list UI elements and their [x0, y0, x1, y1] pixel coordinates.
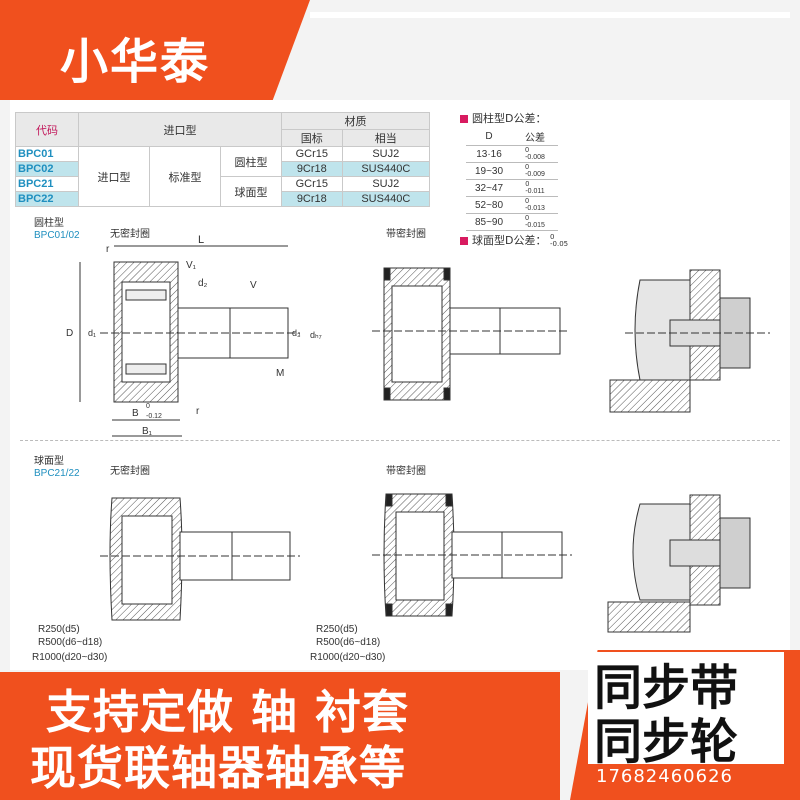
tol-upper: 0 [525, 147, 529, 154]
section-divider [20, 440, 780, 441]
cylinder-mount-drawing [609, 269, 770, 413]
sphere-mount-drawing [607, 494, 751, 633]
tol-d: 13·16 [466, 145, 512, 163]
sphere-upper: 0 [549, 233, 555, 241]
cylinder-bearing-drawing [79, 245, 300, 437]
sphere-lower: -0.05 [549, 240, 569, 248]
no-seal-label: 无密封圈 [110, 229, 150, 240]
tol-lower: -0.011 [525, 188, 545, 195]
dim-r-top: r [106, 244, 110, 255]
dim-d1: d₁ [88, 328, 96, 338]
table-cell: SUS440C [341, 191, 431, 207]
code-header: 代码 [15, 112, 79, 147]
dim-B-lower: -0.12 [146, 413, 162, 420]
tol-lower: -0.013 [525, 205, 545, 212]
cylinder-models: BPC01/02 [34, 230, 80, 241]
dim-d2: d₂ [198, 278, 208, 289]
tol-upper: 0 [525, 181, 530, 188]
cylinder-label: 圆柱型 [34, 218, 64, 229]
product-box [588, 652, 784, 764]
sphere-models: BPC21/22 [34, 468, 80, 479]
tol-d: 19~30 [466, 162, 512, 180]
tol-upper: 0 [525, 198, 529, 205]
radius-note: R250(d5) [316, 624, 358, 635]
d-header: D [466, 128, 512, 146]
tol-d: 32~47 [466, 179, 512, 197]
dim-L: L [198, 234, 204, 246]
table-row-code: BPC21 [15, 176, 79, 192]
table-cell: GCr15 [281, 146, 343, 162]
radius-note: R1000(d20~d30) [310, 652, 386, 663]
tolerance-title: 圆柱型D公差： [460, 110, 546, 126]
radius-note: R1000(d20~d30) [32, 652, 108, 663]
dim-B: B [132, 408, 139, 419]
promo-line-2: 现货联轴器轴承等 [30, 741, 406, 795]
product-line-2: 同步轮 [594, 714, 739, 770]
tol-header: 公差 [512, 128, 558, 146]
with-seal-label: 带密封圈 [386, 229, 426, 240]
table-row-code: BPC22 [15, 191, 79, 207]
tol-lower: -0.015 [525, 222, 545, 229]
radius-note: R500(d6~d18) [316, 637, 381, 648]
dim-V1: V₁ [186, 260, 197, 271]
brand-banner [0, 0, 310, 100]
brand-title: 小华泰 [60, 34, 211, 90]
radius-note: R500(d6~d18) [38, 637, 103, 648]
dim-B1: B₁ [142, 426, 153, 437]
tol-d: 52~80 [466, 196, 512, 214]
dim-B-upper: 0 [146, 403, 150, 410]
spec-table: 代码 进口型 材质 国标 相当 BPC01 进口型 标准型 圆柱型 GCr15 … [15, 112, 431, 207]
tolerance-title-text: 圆柱型D公差： [472, 112, 547, 125]
bullet-icon [460, 237, 468, 245]
with-seal-label: 带密封圈 [386, 466, 426, 477]
sphere-sealed-drawing [372, 493, 572, 617]
promo-banner [0, 672, 560, 800]
sphere-label: 球面型 [34, 456, 64, 467]
sphere-tolerance: 球面型D公差： 0-0.05 [460, 232, 568, 248]
product-line-1: 同步带 [594, 660, 739, 716]
table-cell: 9Cr18 [281, 191, 343, 207]
bullet-icon [460, 115, 468, 123]
tol-lower: -0.008 [525, 154, 545, 161]
sphere-bearing-drawing [100, 497, 300, 621]
sphere-tolerance-text: 球面型D公差： [472, 234, 547, 247]
dim-r-bottom: r [196, 406, 200, 417]
dim-V: V [250, 280, 257, 291]
type-header: 进口型 [78, 112, 282, 147]
radius-note: R250(d5) [38, 624, 80, 635]
tol-lower: -0.009 [525, 171, 545, 178]
dim-d3: d₃ [292, 328, 301, 338]
import-type-cell: 进口型 [78, 146, 150, 207]
tol-upper: 0 [525, 164, 529, 171]
spherical-type-cell: 球面型 [220, 176, 282, 207]
standard-type-cell: 标准型 [149, 146, 221, 207]
dim-D: D [66, 328, 73, 339]
phone-number: 17682460626 [596, 766, 733, 787]
cylinder-sealed-drawing [372, 267, 570, 401]
tol-upper: 0 [525, 215, 529, 222]
promo-line-1: 支持定做 轴 衬套 [46, 685, 410, 739]
tol-d: 85~90 [466, 213, 512, 231]
dim-dh7: dₕ₇ [310, 330, 322, 340]
no-seal-label: 无密封圈 [110, 466, 150, 477]
top-divider [310, 12, 790, 18]
dim-M: M [276, 368, 284, 379]
